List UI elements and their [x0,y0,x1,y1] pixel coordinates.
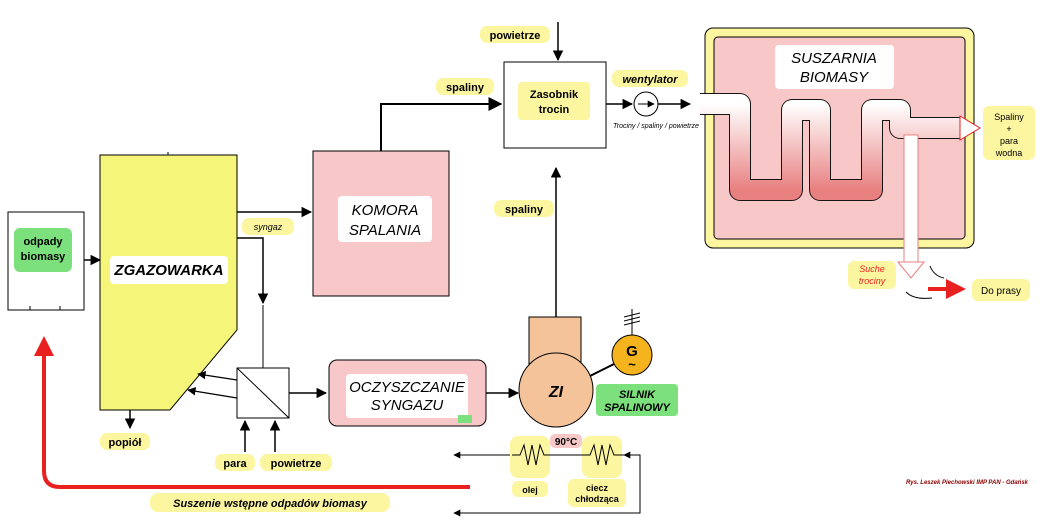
exhaust-line3: para [1000,136,1018,146]
zasobnik-line1: Zasobnik [530,89,579,101]
odpady-biomasy-block: odpady biomasy [7,211,85,311]
wentylator-label: wentylator [622,74,678,86]
syngaz-filter-box [236,367,290,419]
oczyszczanie-line1: OCZYSZCZANIE [349,379,466,396]
ciecz-line2: chłodząca [575,494,620,504]
zasobnik-trocin-block: Zasobnik trocin [503,61,607,149]
powietrze-top-label: powietrze [490,30,541,42]
odpady-line2: biomasy [21,251,67,263]
suszarnia-line2: BIOMASY [800,69,869,86]
exhaust-line1: Spaliny [994,112,1024,122]
generator-g: G ~ [611,334,653,376]
trociny-flow-label: Trociny / spaliny / powietrze [613,123,699,130]
olej-label: olej [522,485,538,495]
syngaz-label: syngaz [254,222,283,232]
engine-zi: ZI [518,316,594,428]
do-prasy-label: Do prasy [981,286,1021,297]
exhaust-line4: wodna [995,148,1023,158]
para-label: para [223,458,247,470]
suszarnia-biomasy-block: SUSZARNIA BIOMASY [700,27,981,279]
generator-tilde: ~ [628,357,636,372]
oczyszczanie-syngazu-block: OCZYSZCZANIE SYNGAZU [328,359,487,427]
komora-line2: SPALANIA [349,222,421,239]
oczyszczanie-line2: SYNGAZU [371,397,444,414]
ground-icon [623,309,641,335]
popiol-label: popiół [109,437,142,449]
wentylator-fan-icon [633,91,659,117]
suche-line2: trociny [859,276,886,286]
credit-label: Rys. Leszek Piechowski IMP PAN - Gdańsk [906,480,1029,486]
zgazowarka-label: ZGAZOWARKA [113,262,223,279]
spaliny-top-label: spaliny [446,82,485,94]
komora-spalania-block: KOMORA SPALANIA [312,150,450,297]
komora-line1: KOMORA [352,202,419,219]
suszarnia-line1: SUSZARNIA [791,50,877,67]
silnik-line2: SPALINOWY [604,402,671,414]
exhaust-line2: + [1006,124,1011,134]
preliminary-drying-arrow [34,336,470,489]
powietrze-bottom-label: powietrze [271,458,322,470]
generator-g-label: G [626,343,638,360]
ciecz-line1: ciecz [586,483,609,493]
odpady-line1: odpady [23,236,63,248]
zasobnik-line2: trocin [539,104,570,116]
silnik-line1: SILNIK [619,389,656,401]
temp-label: 90°C [555,437,577,448]
suszenie-label: Suszenie wstępne odpadów biomasy [173,498,368,510]
spaliny-mid-label: spaliny [505,204,544,216]
suche-line1: Suche [859,264,885,274]
engine-label: ZI [548,384,564,401]
zgazowarka-block: ZGAZOWARKA [99,152,238,411]
